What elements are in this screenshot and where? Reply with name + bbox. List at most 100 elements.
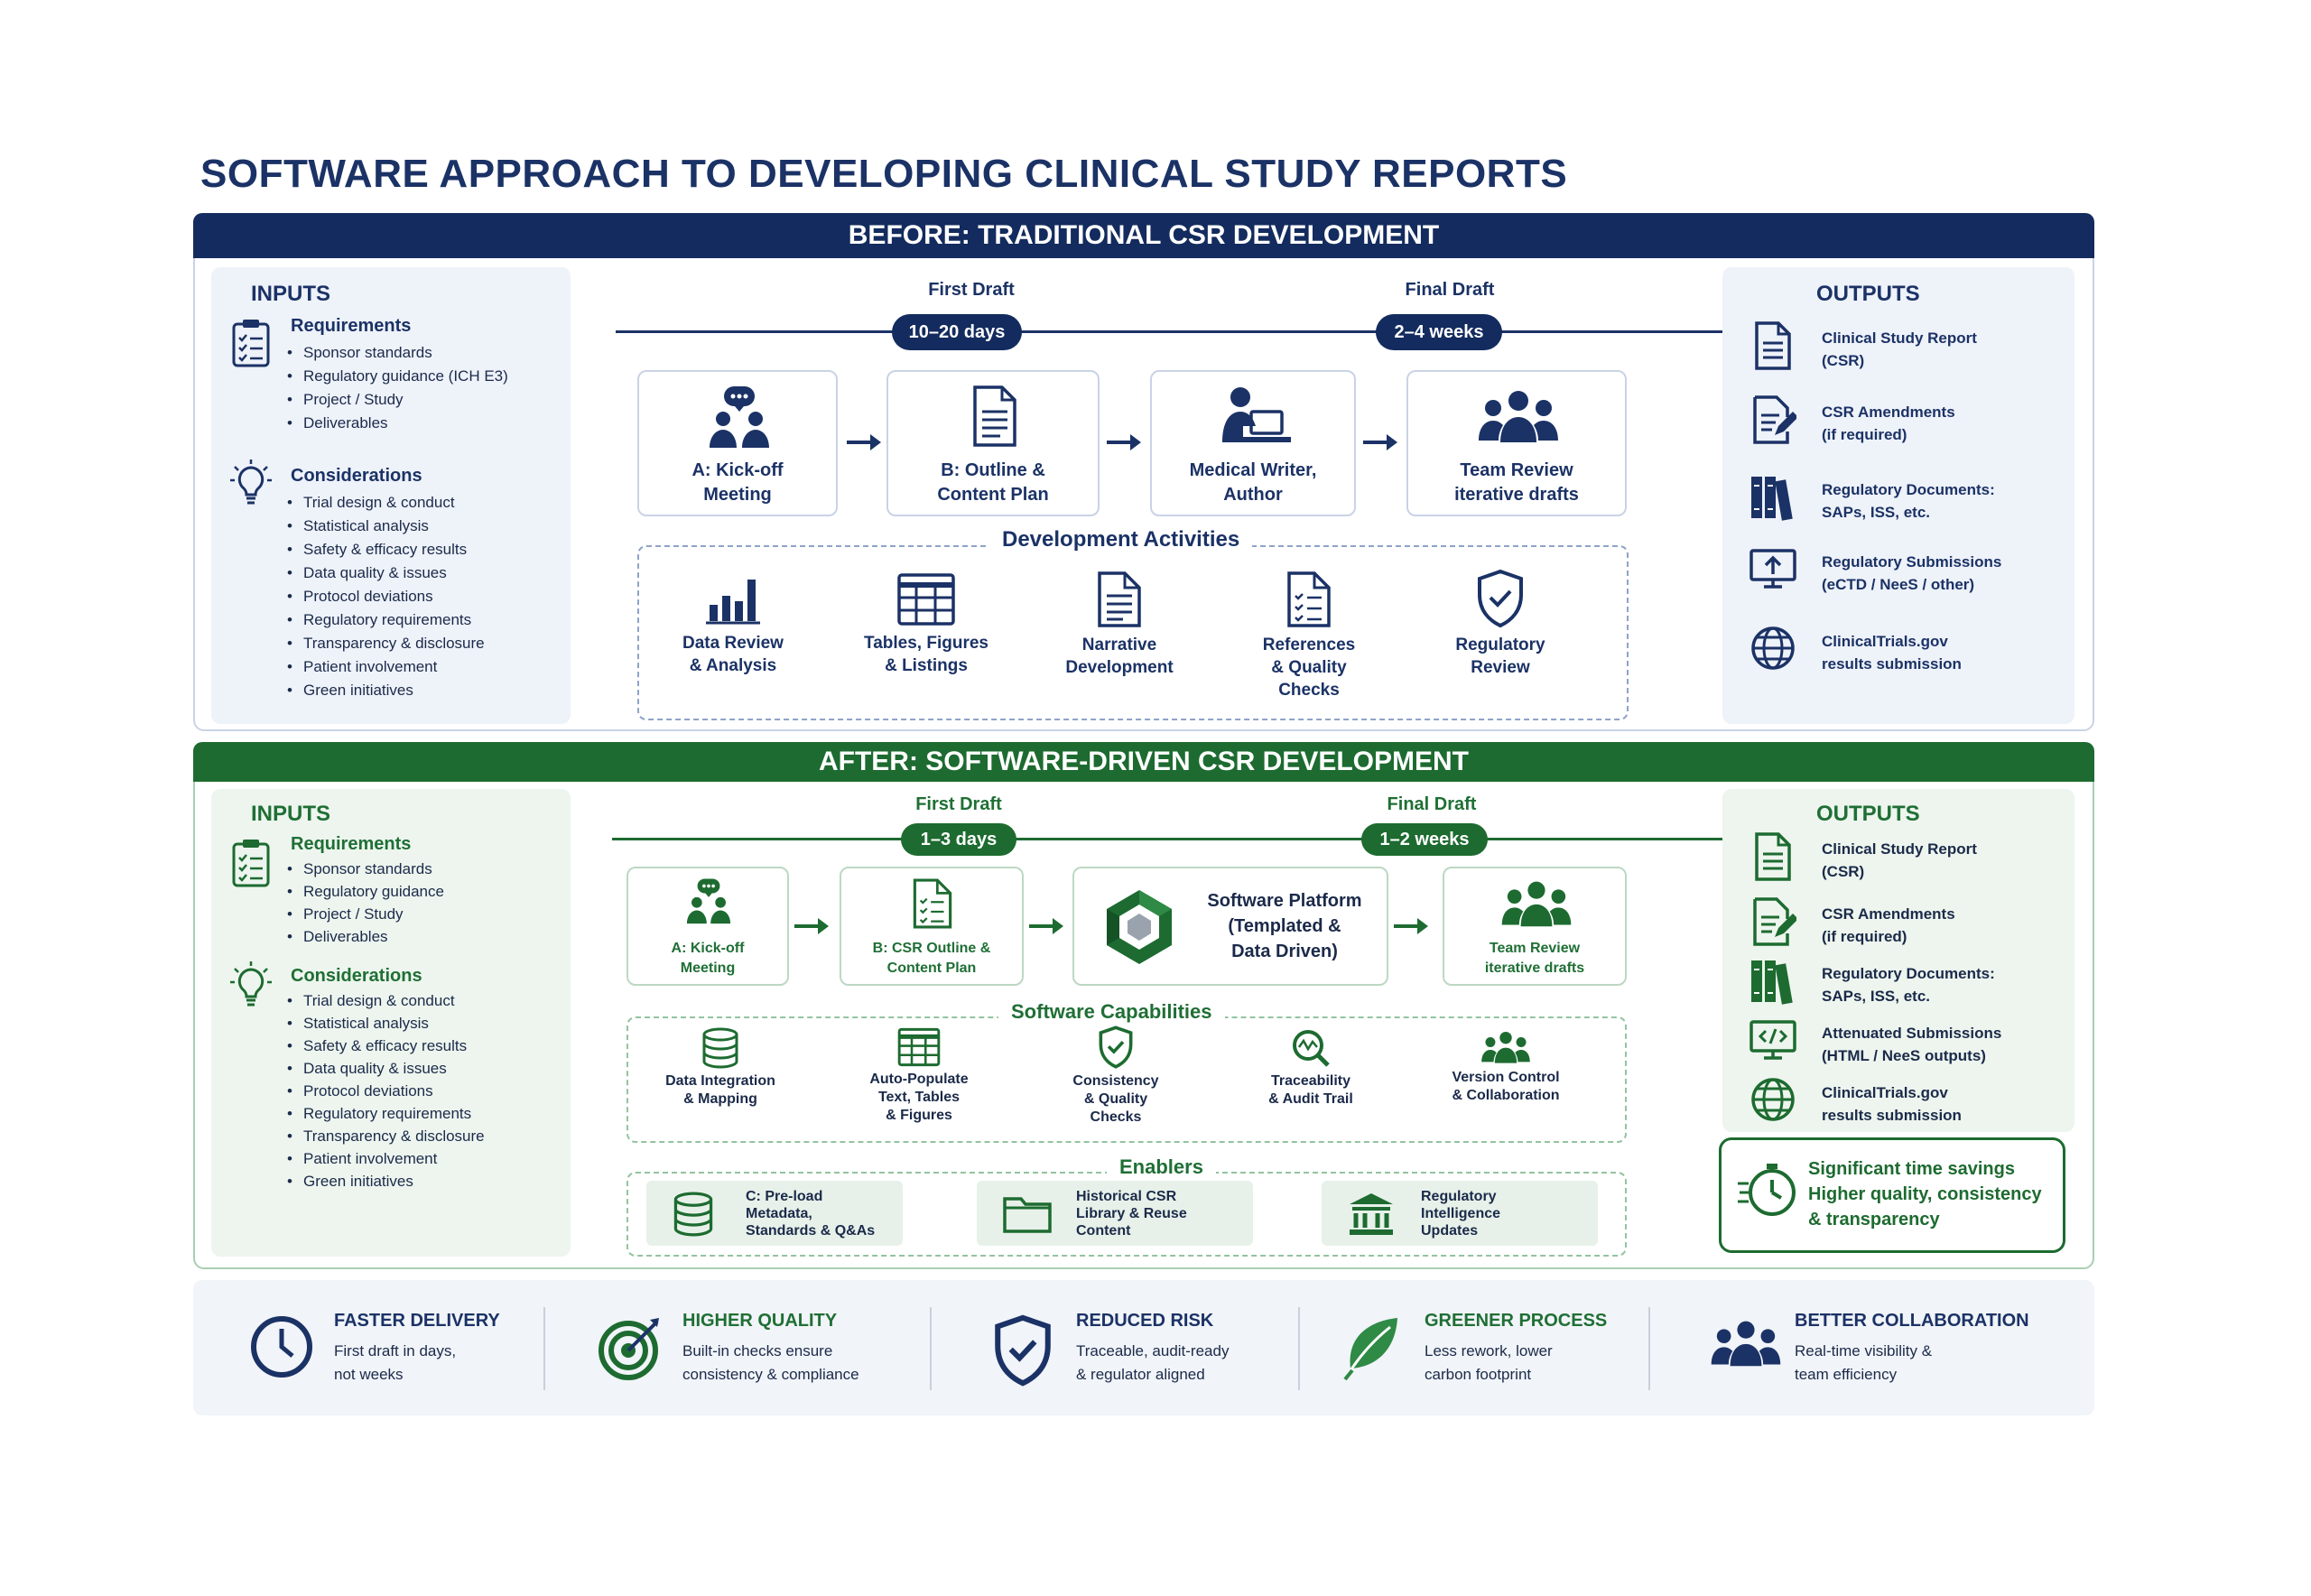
list-item: Project / Study: [285, 903, 444, 925]
list-item: Project / Study: [285, 388, 508, 412]
checklist-document-icon: [1287, 571, 1331, 627]
database-icon: [673, 1192, 713, 1237]
arrow-right-icon: [1363, 434, 1397, 450]
activity-label: Data Review & Analysis: [682, 634, 784, 675]
traceability-search-icon: [1293, 1030, 1330, 1067]
requirements-title: Requirements: [291, 834, 412, 854]
final-draft-time: 2–4 weeks: [1376, 314, 1502, 350]
before-inputs-panel: INPUTS Requirements Sponsor standardsReg…: [211, 267, 571, 724]
step-medical-writer: Medical Writer, Author: [1150, 370, 1356, 516]
list-item: Patient involvement: [285, 1147, 485, 1170]
globe-icon: [1751, 626, 1795, 670]
output-regulatory-documents: Regulatory Documents: SAPs, ISS, etc.: [1749, 473, 2074, 527]
activity-label: Tables, Figures & Listings: [864, 634, 988, 675]
enabler-label: C: Pre-load Metadata, Standards & Q&As: [746, 1189, 876, 1239]
writer-laptop-icon: [1222, 387, 1291, 442]
capability-label: Traceability & Audit Trail: [1268, 1073, 1353, 1107]
requirements-list: Sponsor standardsRegulatory guidance (IC…: [285, 341, 508, 435]
first-draft-time: 10–20 days: [892, 314, 1022, 350]
step-label: A: Kick-off Meeting: [671, 941, 745, 976]
considerations-list: Trial design & conductStatistical analys…: [285, 491, 485, 702]
list-item: Protocol deviations: [285, 585, 485, 608]
document-icon: [973, 385, 1016, 447]
after-banner: AFTER: SOFTWARE-DRIVEN CSR DEVELOPMENT: [193, 742, 2094, 782]
considerations-title: Considerations: [291, 466, 422, 486]
software-platform-hexagon-icon: [1107, 890, 1172, 964]
inputs-title: INPUTS: [251, 282, 331, 306]
edit-document-icon: [1753, 897, 1796, 946]
table-icon: [897, 573, 955, 626]
list-item: Data quality & issues: [285, 561, 485, 585]
lightbulb-icon: [230, 459, 272, 505]
edit-document-icon: [1753, 395, 1796, 444]
step-label: Software Platform (Templated & Data Driv…: [1207, 891, 1362, 961]
after-outputs-panel: OUTPUTS Clinical Study Report (CSR) CSR …: [1722, 789, 2074, 1132]
list-item: Data quality & issues: [285, 1057, 485, 1080]
step-kickoff: A: Kick-off Meeting: [626, 867, 789, 986]
capability-auto-populate: Auto-Populate Text, Tables & Figures: [829, 1027, 1009, 1125]
meeting-icon: [710, 386, 769, 448]
step-team-review: Team Review iterative drafts: [1443, 867, 1627, 986]
shield-check-icon: [1099, 1025, 1133, 1069]
document-icon: [1098, 571, 1141, 627]
step-kickoff: A: Kick-off Meeting: [637, 370, 838, 516]
step-outline: B: Outline & Content Plan: [886, 370, 1100, 516]
output-label: Clinical Study Report (CSR): [1822, 329, 1977, 369]
activity-references-quality: References & Quality Checks: [1219, 571, 1399, 701]
before-banner: BEFORE: TRADITIONAL CSR DEVELOPMENT: [193, 213, 2094, 258]
output-amendments: CSR Amendments (if required): [1749, 897, 2074, 951]
list-item: Safety & efficacy results: [285, 1035, 485, 1057]
capability-label: Auto-Populate Text, Tables & Figures: [869, 1072, 969, 1123]
step-label: Team Review iterative drafts: [1484, 941, 1585, 976]
upload-monitor-icon: [1749, 549, 1796, 589]
list-item: Regulatory guidance: [285, 880, 444, 903]
step-label: Team Review iterative drafts: [1454, 460, 1579, 505]
list-item: Patient involvement: [285, 655, 485, 679]
team-icon: [1479, 391, 1558, 442]
benefit-title: REDUCED RISK: [1076, 1311, 1214, 1331]
list-item: Sponsor standards: [285, 341, 508, 365]
list-item: Safety & efficacy results: [285, 538, 485, 561]
shield-check-icon: [1478, 569, 1523, 628]
considerations-list: Trial design & conductStatistical analys…: [285, 989, 485, 1192]
list-item: Protocol deviations: [285, 1080, 485, 1102]
requirements-title: Requirements: [291, 316, 412, 336]
considerations-title: Considerations: [291, 966, 422, 986]
step-label: Medical Writer, Author: [1189, 460, 1317, 505]
bar-chart-icon: [706, 580, 760, 625]
after-inputs-panel: INPUTS Requirements Sponsor standardsReg…: [211, 789, 571, 1257]
benefit-desc: Real-time visibility & team efficiency: [1795, 1342, 1933, 1383]
output-regulatory-documents: Regulatory Documents: SAPs, ISS, etc.: [1749, 957, 2074, 1011]
clipboard-icon: [232, 320, 270, 367]
step-label: B: CSR Outline & Content Plan: [872, 941, 991, 976]
list-item: Transparency & disclosure: [285, 632, 485, 655]
first-draft-label: First Draft: [928, 280, 1015, 300]
enabler-label: Historical CSR Library & Reuse Content: [1076, 1189, 1187, 1239]
page-title: SOFTWARE APPROACH TO DEVELOPING CLINICAL…: [200, 152, 1568, 196]
binders-icon: [1751, 477, 1793, 521]
capability-version-control: Version Control & Collaboration: [1415, 1029, 1596, 1105]
list-item: Trial design & conduct: [285, 989, 485, 1012]
checklist-document-icon: [913, 878, 952, 929]
output-submissions: Regulatory Submissions (eCTD / NeeS / ot…: [1749, 545, 2074, 599]
binders-icon: [1751, 960, 1793, 1005]
shield-check-icon: [995, 1314, 1051, 1387]
output-csr: Clinical Study Report (CSR): [1749, 321, 2074, 376]
capability-traceability: Traceability & Audit Trail: [1220, 1027, 1401, 1109]
final-draft-label: Final Draft: [1405, 280, 1495, 300]
list-item: Regulatory guidance (ICH E3): [285, 365, 508, 388]
leaf-icon: [1343, 1318, 1397, 1381]
enabler-preload-metadata: C: Pre-load Metadata, Standards & Q&As: [646, 1181, 903, 1246]
activity-data-review: Data Review & Analysis: [643, 574, 823, 677]
output-label: Regulatory Submissions (eCTD / NeeS / ot…: [1822, 553, 2002, 593]
before-outputs-panel: OUTPUTS Clinical Study Report (CSR) CSR …: [1722, 267, 2074, 724]
activity-label: Narrative Development: [1065, 636, 1174, 677]
clock-icon: [251, 1316, 312, 1378]
list-item: Green initiatives: [285, 1170, 485, 1192]
output-csr: Clinical Study Report (CSR): [1749, 832, 2074, 886]
clipboard-icon: [232, 840, 270, 887]
globe-icon: [1751, 1078, 1795, 1121]
document-icon: [1755, 321, 1791, 370]
stopwatch-icon: [1738, 1164, 1796, 1216]
outputs-title: OUTPUTS: [1816, 282, 1920, 306]
